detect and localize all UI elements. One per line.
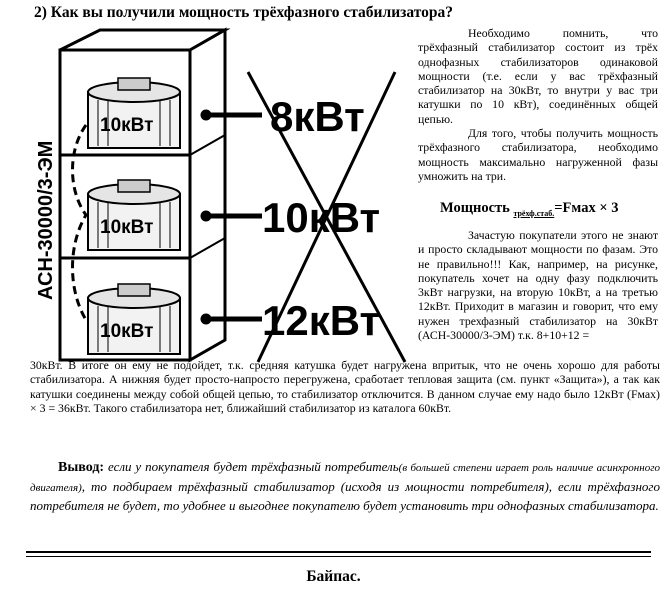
- section-heading: 2) Как вы получили мощность трёхфазного …: [34, 4, 453, 21]
- right-column-text: Необходимо помнить, что трёхфазный стаби…: [418, 26, 658, 183]
- next-section-heading: Байпас.: [306, 568, 361, 585]
- chain-connection: [71, 124, 88, 321]
- divider-thin: [26, 556, 651, 557]
- stabilizer-figure: 10кВт 10кВт 10кВт АСН-30000/3-ЭМ 8кВт 10…: [35, 27, 407, 363]
- connector-2: [200, 210, 262, 222]
- coil-2: [87, 179, 181, 251]
- coil-label-1: 10кВт: [100, 115, 153, 136]
- load-label-8kw: 8кВт: [270, 93, 365, 140]
- load-label-10kw: 10кВт: [262, 194, 380, 241]
- paragraph-1: Необходимо помнить, что трёхфазный стаби…: [418, 26, 658, 126]
- cross-line-2: [256, 71, 397, 363]
- formula-rest: =Fмах × 3: [554, 200, 619, 216]
- paragraph-2: Для того, чтобы получить мощность трёхфа…: [418, 126, 658, 183]
- formula-subscript: трёхф.стаб.: [513, 208, 555, 218]
- conclusion-part-1: если у покупателя будет трёхфазный потре…: [104, 459, 399, 474]
- paragraph-3: Зачастую покупатели этого не знают и про…: [418, 228, 658, 343]
- model-label: АСН-30000/3-ЭМ: [35, 141, 57, 300]
- coil-3: [87, 283, 181, 355]
- conclusion-aside: (в большей степени играет роль наличие а…: [30, 462, 660, 494]
- power-formula: Мощность трёхф.стаб.=Fмах × 3: [440, 200, 618, 218]
- conclusion-lead: Вывод:: [58, 460, 105, 475]
- cabinet-side: [188, 27, 227, 363]
- paragraph-4: 30кВт. В итоге он ему не подойдет, т.к. …: [30, 358, 660, 415]
- coil-label-3: 10кВт: [100, 321, 153, 342]
- coil-label-2: 10кВт: [100, 217, 153, 238]
- divider-thick: [26, 551, 651, 553]
- coil-1: [87, 77, 181, 149]
- conclusion-part-2: , то подбираем трёхфазный стабилизатор (…: [30, 478, 660, 514]
- formula-lead: Мощность: [440, 200, 510, 216]
- load-label-12kw: 12кВт: [262, 297, 380, 344]
- conclusion-block: Вывод: если у покупателя будет трёхфазны…: [30, 458, 660, 516]
- connector-1: [200, 109, 262, 121]
- connector-3: [200, 313, 262, 325]
